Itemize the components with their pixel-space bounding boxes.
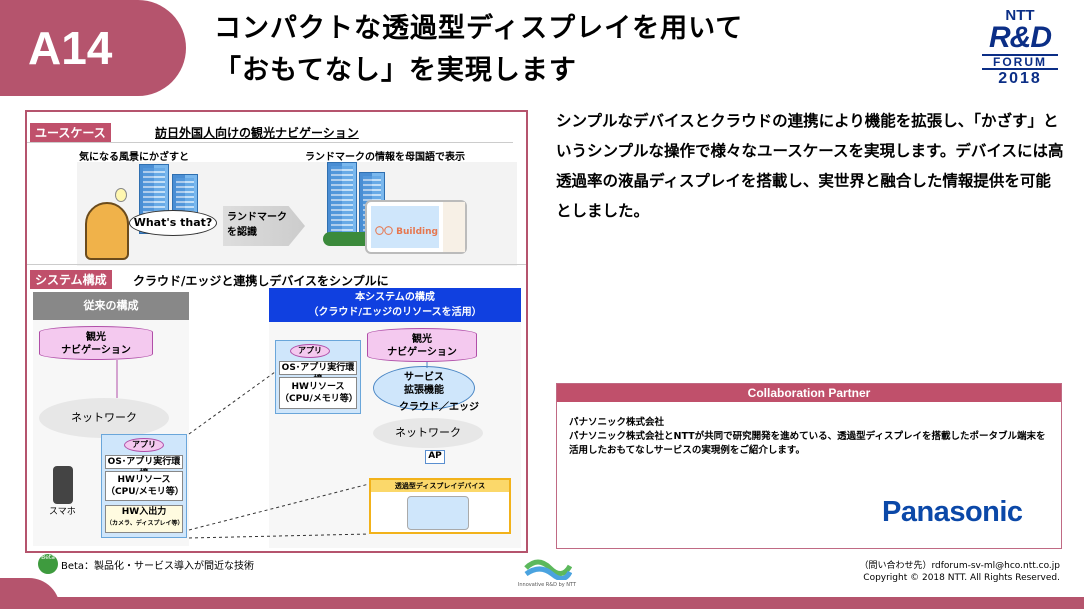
old-hw: HWリソース （CPU/メモリ等） [105,471,184,501]
smartphone-icon [53,466,73,504]
system-tag: システム構成 [30,270,112,289]
old-network-cloud: ネットワーク [39,398,169,438]
recognize-label: ランドマーク を認識 [227,212,287,238]
new-config-title: 本システムの構成 （クラウド/エッジのリソースを活用） [269,288,521,322]
dashed-connectors [116,360,428,539]
speech-bubble: What's that? [129,210,217,236]
system-heading: クラウド/エッジと連携しデバイスをシンプルに [133,274,389,288]
description: シンプルなデバイスとクラウドの連携により機能を拡張し、「かざす」というシンプルな… [556,112,1064,220]
new-app: アプリ [290,344,330,358]
new-hw: HWリソース （CPU/メモリ等） [279,377,358,409]
old-config-title: 従来の構成 [33,292,189,320]
cloud-edge-label: クラウド／エッジ [399,402,479,413]
phone-label: スマホ [49,507,76,517]
old-nav-cylinder: 観光 ナビゲーション [39,326,153,360]
transparent-device-box: 透過型ディスプレイデバイス [369,478,511,534]
beta-note: Beta Beta：製品化・サービス導入が間近な技術 [38,554,254,574]
service-ext: サービス 拡張機能 [373,366,475,410]
section-badge: A14 [0,0,186,96]
new-network-cloud: ネットワーク [373,418,483,448]
collab-text: パナソニック株式会社とNTTが共同で研究開発を進めている、透過型ディスプレイを搭… [569,431,1046,456]
lightbulb-icon [115,188,127,202]
usecase-step2: ランドマークの情報を母国語で表示 [305,152,465,163]
ntt-innovative-logo: Innovative R&D by NTT [517,554,577,588]
beta-icon: Beta [38,554,58,574]
old-io: HW入出力（カメラ、ディスプレイ等） [105,505,183,533]
page-title: コンパクトな透過型ディスプレイを用いて「おもてなし」を実現します [214,13,744,86]
old-app: アプリ [124,438,164,452]
new-nav-cylinder: 観光 ナビゲーション [367,328,477,362]
building-icon [327,162,357,238]
new-os: OS･アプリ実行環境 [279,361,357,385]
usecase-step1: 気になる風景にかざすと [79,152,189,163]
transparent-device: 〇〇 Building [365,200,467,254]
ap-box: AP [425,450,445,464]
diagram-panel: ユースケース 訪日外国人向けの観光ナビゲーション 気になる風景にかざすと ランド… [25,110,528,553]
collab-company: パナソニック株式会社 [569,417,665,428]
footer-bar [0,597,1084,609]
collaboration-box: Collaboration Partner パナソニック株式会社 パナソニック株… [556,383,1062,549]
tourist-icon [85,202,129,260]
collab-header: Collaboration Partner [557,384,1061,402]
recognize-arrow [223,206,305,246]
usecase-tag: ユースケース [30,123,111,142]
panasonic-logo: Panasonic [882,496,1023,528]
usecase-heading: 訪日外国人向けの観光ナビゲーション [155,126,359,140]
new-device-stack: アプリ OS･アプリ実行環境 HWリソース （CPU/メモリ等） [275,340,361,414]
old-device-stack: アプリ OS･アプリ実行環境 HWリソース （CPU/メモリ等） HW入出力（カ… [101,434,187,538]
